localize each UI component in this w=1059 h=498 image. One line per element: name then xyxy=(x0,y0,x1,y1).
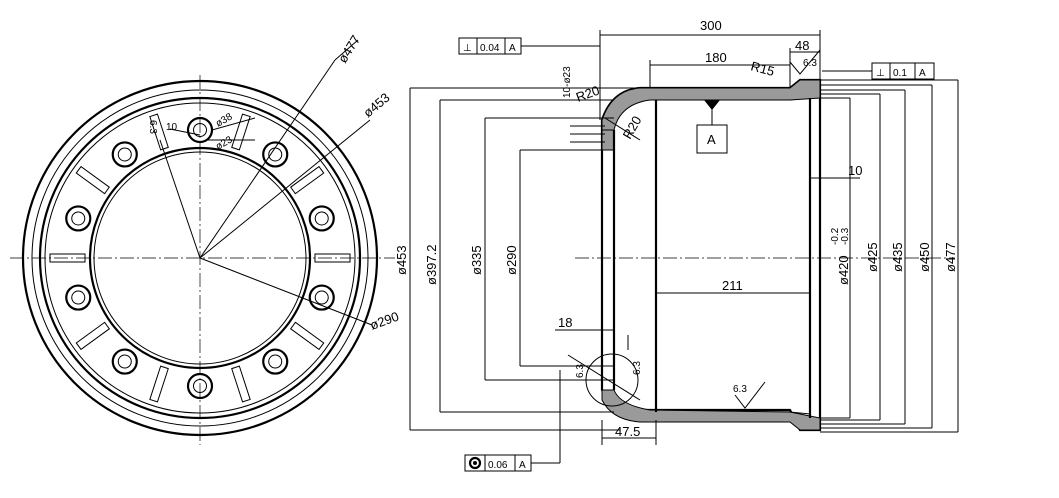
rib xyxy=(49,253,86,263)
bolt-hole-inner xyxy=(71,211,86,226)
dim-420-tol-upper: -0.2 xyxy=(830,227,841,245)
bolt-hole-outer xyxy=(186,372,214,400)
dim-10: 10 xyxy=(166,122,178,133)
dim-425: ø425 xyxy=(865,242,880,272)
rib xyxy=(149,365,169,403)
circle-bore xyxy=(93,151,307,365)
dim-335: ø335 xyxy=(469,245,484,275)
datum-label: A xyxy=(707,132,716,147)
dim-18: 18 xyxy=(558,315,572,330)
leader-inner xyxy=(159,139,201,259)
bolt-hole-inner xyxy=(193,379,207,393)
svg-text:A: A xyxy=(919,68,926,79)
circle-290 xyxy=(88,146,312,370)
finish-bottom: 6.3 xyxy=(733,384,747,395)
dim-290: ø290 xyxy=(368,309,401,333)
svg-text:⊥: ⊥ xyxy=(876,68,885,79)
tol-frame-2: ⊥ 0.1 A xyxy=(822,62,935,80)
finish-left-b: 6.3 xyxy=(632,361,643,375)
dim-180: 180 xyxy=(705,50,727,65)
dim-435: ø435 xyxy=(890,242,905,272)
hatch-flange-top xyxy=(601,129,615,151)
bolt-hole-inner xyxy=(314,290,329,305)
dim-453: ø453 xyxy=(360,90,392,121)
bolt-hole-inner xyxy=(71,290,86,305)
finish-top-symbol xyxy=(789,49,821,75)
dim-450: ø450 xyxy=(917,242,932,272)
rib xyxy=(75,321,111,351)
bolt-hole-outer xyxy=(308,205,335,232)
bolt-hole-inner xyxy=(117,354,132,369)
tol-frame-3: 0.06 A xyxy=(464,370,561,472)
leader-38 xyxy=(211,117,256,131)
leader-10 xyxy=(169,128,201,136)
dim-211: 211 xyxy=(722,278,743,293)
finish-left-a: 6.3 xyxy=(575,364,586,378)
bolt-hole-outer xyxy=(262,141,289,168)
rib xyxy=(314,253,351,263)
circle-453 xyxy=(31,89,369,427)
dim-420: ø420 xyxy=(836,255,851,285)
svg-text:0.06: 0.06 xyxy=(488,460,508,471)
dim-477: ø477 xyxy=(335,33,363,66)
bolt-hole-outer xyxy=(111,348,138,375)
leader-477-tail xyxy=(334,39,359,61)
bolt-holes xyxy=(65,116,335,400)
rib xyxy=(75,165,111,195)
leader-453 xyxy=(199,119,371,259)
rib xyxy=(231,365,251,403)
outer-circle-477 xyxy=(21,79,379,437)
circle-rim-inner xyxy=(44,102,356,414)
dim-10: 10 xyxy=(848,163,862,178)
dim-453-section: ø453 xyxy=(394,245,409,275)
leader-477 xyxy=(199,59,336,259)
dim-r20a: R20 xyxy=(574,83,602,105)
rib xyxy=(289,165,325,195)
finish-6-3: 6.3 xyxy=(147,120,158,134)
detail-circle xyxy=(585,353,639,407)
finish-bottom-symbol xyxy=(734,381,766,409)
bolt-hole-inner xyxy=(193,123,207,137)
bolt-hole-outer xyxy=(65,205,92,232)
bolt-hole-outer xyxy=(262,348,289,375)
bolt-hole-outer xyxy=(111,141,138,168)
finish-top: 6.3 xyxy=(803,58,817,69)
circle-rim xyxy=(38,96,362,420)
datum-triangle xyxy=(704,100,720,110)
dim-477-section: ø477 xyxy=(943,242,958,272)
bolt-hole-inner xyxy=(117,147,132,162)
end-view: ø477 ø453 ø290 ø38 ø23 10 6.3 xyxy=(10,33,401,445)
svg-text:A: A xyxy=(509,43,516,54)
dim-290-section: ø290 xyxy=(504,245,519,275)
rib xyxy=(231,113,251,151)
dim-420-tol-lower: -0.3 xyxy=(840,227,851,245)
rib xyxy=(289,321,325,351)
dim-48: 48 xyxy=(795,38,809,53)
bolt-hole-inner xyxy=(314,211,329,226)
svg-text:0.1: 0.1 xyxy=(893,68,907,79)
svg-text:0.04: 0.04 xyxy=(480,43,500,54)
bolt-hole-inner xyxy=(268,354,283,369)
bolt-hole-outer xyxy=(65,284,92,311)
tol-frame-1: ⊥ 0.04 A xyxy=(458,37,600,55)
dim-r20b: R20 xyxy=(620,113,645,141)
dim-300: 300 xyxy=(700,18,722,33)
r20-leader xyxy=(604,117,641,141)
leader-290 xyxy=(199,257,373,326)
hatch-top xyxy=(601,79,821,131)
dim-r15: R15 xyxy=(749,58,776,79)
dim-holes: 10-ø23 xyxy=(562,66,573,98)
svg-text:⊥: ⊥ xyxy=(463,43,472,54)
dim-397: ø397.2 xyxy=(424,245,439,285)
detail-leader xyxy=(567,354,641,401)
dim-47-5: 47.5 xyxy=(615,424,640,439)
svg-text:A: A xyxy=(519,460,526,471)
bolt-hole-outer xyxy=(308,284,335,311)
section-view: A ⊥ 0.04 A ⊥ 0.1 A xyxy=(394,18,959,472)
drum-inner xyxy=(656,95,811,415)
